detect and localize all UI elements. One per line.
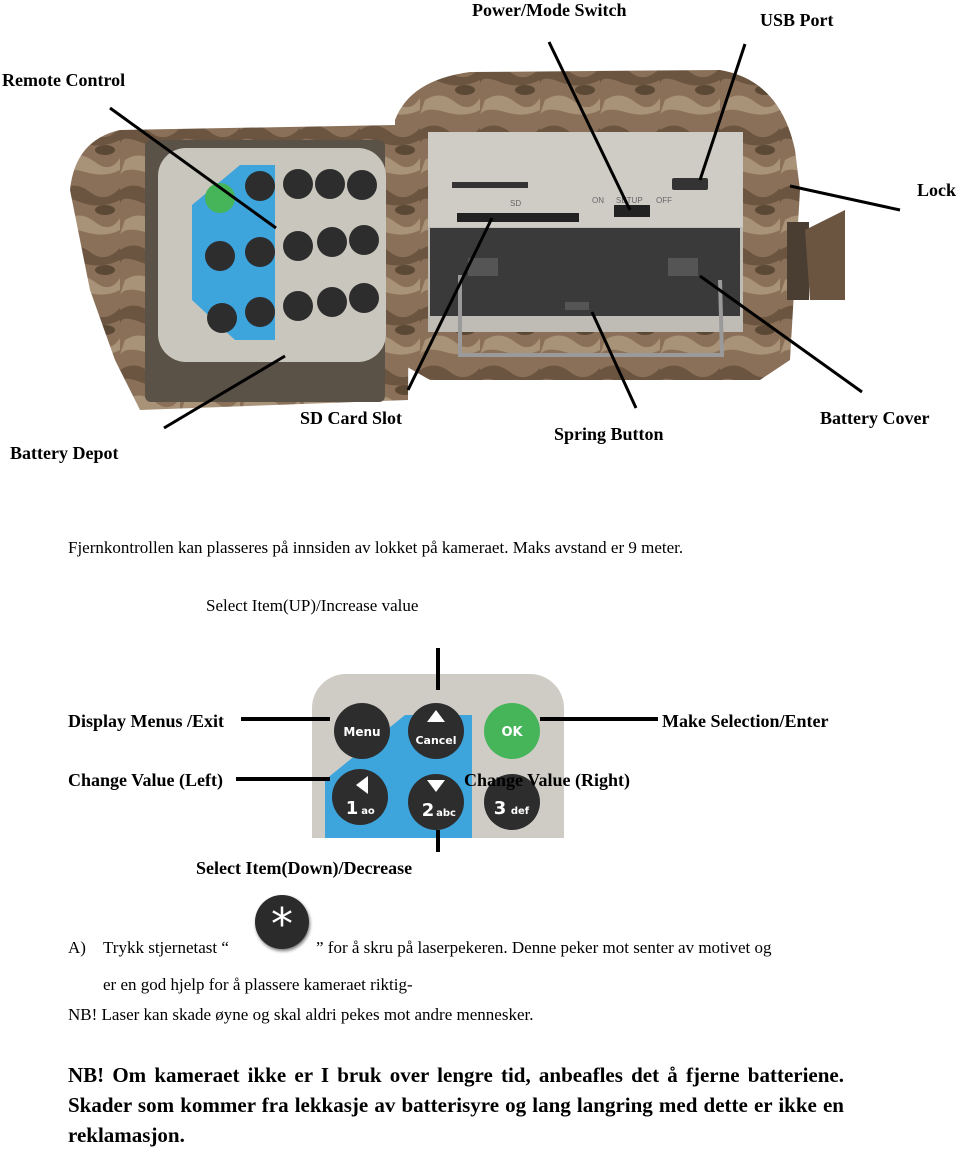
label-power-mode-switch: Power/Mode Switch [472,0,627,20]
intro-text: Fjernkontrollen kan plasseres på innside… [68,538,684,557]
svg-text:OK: OK [501,725,523,740]
label-select-up: Select Item(UP)/Increase value [206,596,419,615]
svg-text:ON: ON [592,196,604,205]
remote-pointer-lines [236,648,658,852]
svg-text:1: 1 [346,798,359,819]
remote-ok-green [205,183,235,213]
svg-text:Menu: Menu [343,725,380,739]
key-2 [408,774,464,830]
label-display-menus: Display Menus /Exit [68,711,225,731]
label-usb-port: USB Port [760,10,834,30]
svg-text:def: def [511,806,530,817]
label-remote-control: Remote Control [2,70,126,90]
svg-text:2: 2 [422,800,435,821]
svg-text:SD: SD [510,199,521,208]
label-sd-card-slot: SD Card Slot [300,408,403,428]
label-select-down: Select Item(Down)/Decrease [196,858,413,878]
laser-text-after: ” for å skru på laserpekeren. Denne peke… [316,938,772,957]
svg-text:Cancel: Cancel [415,734,456,747]
camera-markings: SD ON SETUP OFF [510,196,672,208]
menu-key [334,703,390,759]
nb-paragraph: NB! Om kameraet ikke er I bruk over leng… [68,1063,844,1147]
svg-text:SETUP: SETUP [616,196,643,205]
label-battery-depot: Battery Depot [10,443,119,463]
label-change-left: Change Value (Left) [68,770,224,790]
usb-port-shape [672,178,708,190]
mode-switch-shape [614,205,650,217]
pointer-lines [109,41,901,430]
cancel-key [408,703,464,759]
svg-text:abc: abc [436,808,456,819]
label-spring-button: Spring Button [554,424,664,444]
laser-warning: NB! Laser kan skade øyne og skal aldri p… [68,1005,534,1024]
laser-text-before: Trykk stjernetast “ [103,938,229,957]
ok-key [484,703,540,759]
label-change-right: Change Value (Right) [464,770,631,790]
lock-latch [787,222,809,300]
svg-text:3: 3 [494,798,507,819]
key-1 [332,769,388,825]
label-make-selection: Make Selection/Enter [662,711,829,731]
label-battery-cover: Battery Cover [820,408,930,428]
laser-item-marker: A) [68,938,86,957]
key-3 [484,774,540,830]
sd-card-slot-shape [457,213,579,222]
svg-text:OFF: OFF [656,196,672,205]
star-key-icon: * [255,895,309,950]
laser-line-2: er en god hjelp for å plassere kameraet … [103,975,413,994]
label-lock: Lock [917,180,957,200]
svg-text:ao: ao [361,806,375,817]
spring-wire [458,275,725,357]
remote-keys-grid [205,169,379,333]
